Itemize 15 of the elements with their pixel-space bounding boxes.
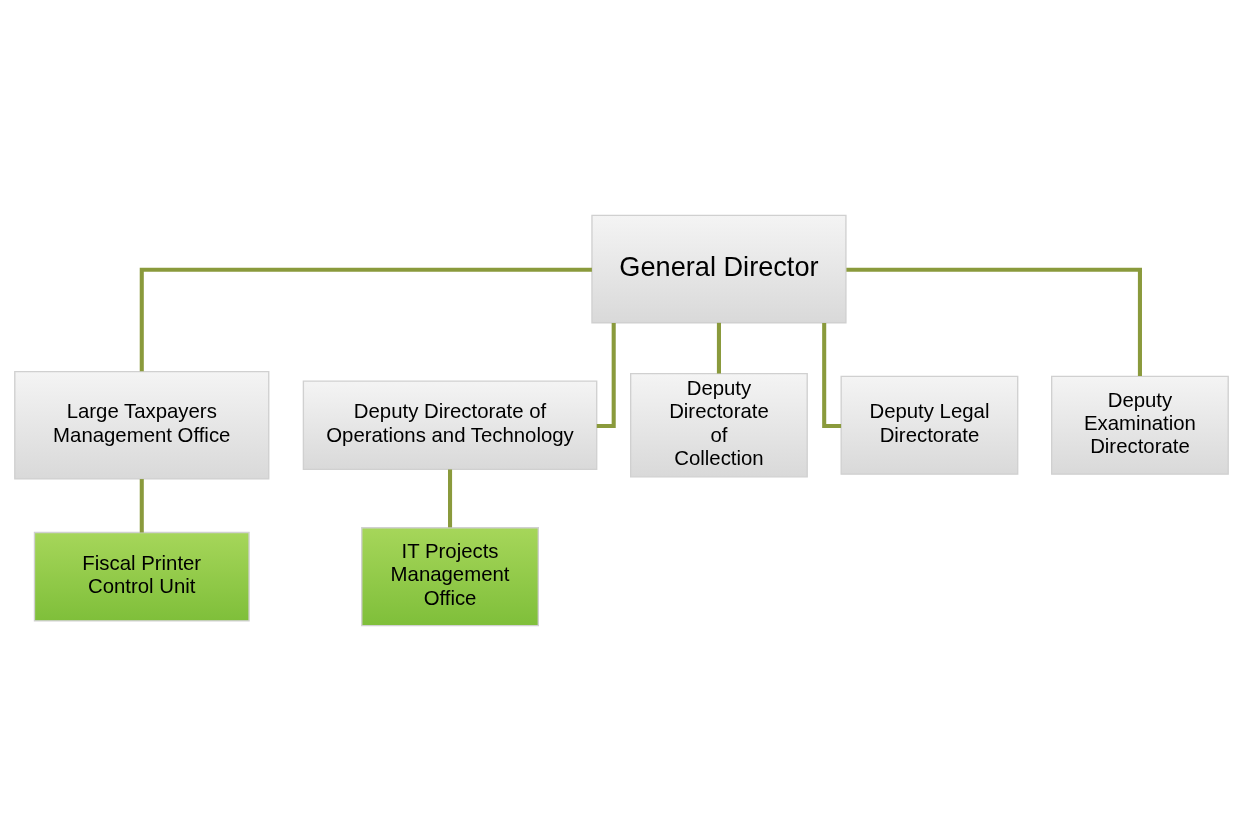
node-box: Deputy Directorate of Operations and Technology [302,379,598,470]
node-box: Deputy Legal Directorate [840,375,1019,475]
connector [448,468,453,527]
connector [139,478,144,533]
node-box: Deputy Examination Directorate [1051,375,1229,475]
node-box: Deputy Directorate of Collection [630,372,808,478]
node-box: Fiscal Printer Control Unit [33,531,250,621]
connector [846,267,1142,376]
node-box: Large Taxpayers Management Office [14,370,270,480]
connector [716,322,721,373]
connector [139,267,592,371]
node-box: General Director [591,214,847,323]
connector [822,322,842,428]
connector [596,322,616,428]
node-box: IT Projects Management Office [361,526,539,626]
